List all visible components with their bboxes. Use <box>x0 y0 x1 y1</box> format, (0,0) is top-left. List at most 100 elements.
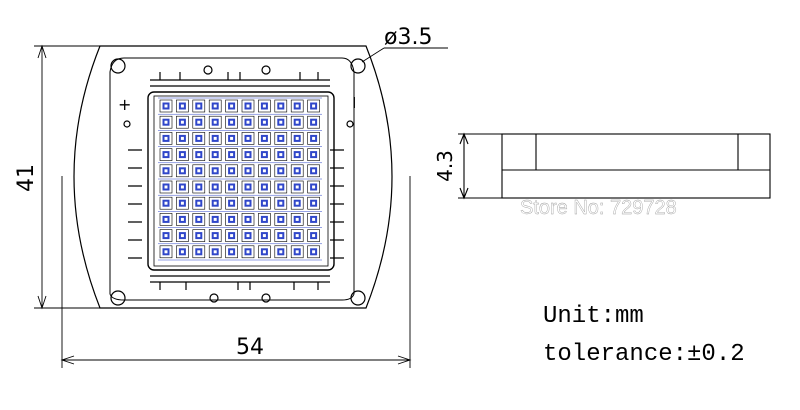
led-chip-core <box>312 234 316 238</box>
led-chip-core <box>213 217 217 221</box>
led-chip-core <box>246 169 250 173</box>
led-chip-core <box>213 250 217 254</box>
led-chip-core <box>180 185 184 189</box>
led-chip-core <box>164 169 168 173</box>
led-chip-core <box>295 234 299 238</box>
led-chip-core <box>279 104 283 108</box>
led-chip-core <box>180 136 184 140</box>
thickness-arrow-top <box>459 132 469 145</box>
led-chip-core <box>279 169 283 173</box>
led-chip-core <box>230 217 234 221</box>
led-chip-core <box>246 201 250 205</box>
mounting-hole-bottom-right <box>350 290 366 306</box>
led-chip-core <box>213 201 217 205</box>
led-chip-core <box>246 185 250 189</box>
led-chip-core <box>279 120 283 124</box>
led-chip-core <box>279 185 283 189</box>
led-chip-core <box>180 169 184 173</box>
led-grid <box>158 97 322 261</box>
led-chip-core <box>279 201 283 205</box>
led-chip-core <box>279 217 283 221</box>
led-chip-core <box>197 201 201 205</box>
led-chip-core <box>180 104 184 108</box>
side-view <box>458 132 771 200</box>
led-chip-core <box>230 120 234 124</box>
led-chip-core <box>312 136 316 140</box>
led-chip-core <box>279 250 283 254</box>
led-chip-core <box>213 104 217 108</box>
aux-hole-top-1 <box>203 65 213 75</box>
polarity-plus-label: + <box>118 95 131 114</box>
width-arrow-right <box>397 355 412 365</box>
mounting-hole-top-left <box>110 58 126 74</box>
led-chip-core <box>197 185 201 189</box>
led-chip-core <box>312 120 316 124</box>
dimension-lines <box>34 44 448 368</box>
led-chip-core <box>246 120 250 124</box>
width-dimension-label: 54 <box>236 335 264 360</box>
led-chip-core <box>213 169 217 173</box>
led-chip-core <box>230 153 234 157</box>
led-chip-core <box>164 250 168 254</box>
left-comb-traces <box>128 149 142 259</box>
led-chip-core <box>197 217 201 221</box>
side-body <box>501 133 771 199</box>
led-chip-core <box>295 217 299 221</box>
led-chip-core <box>180 217 184 221</box>
thickness-arrow-bottom <box>459 187 469 200</box>
led-chip-core <box>312 217 316 221</box>
bottom-bus-bar <box>150 275 330 290</box>
led-chip-core <box>312 153 316 157</box>
aux-hole-bottom-1 <box>209 293 219 303</box>
led-chip-core <box>164 120 168 124</box>
led-chip-core <box>213 120 217 124</box>
led-chip-core <box>279 234 283 238</box>
hole-leader <box>361 47 385 63</box>
led-chip-core <box>246 217 250 221</box>
width-arrow-left <box>60 355 75 365</box>
led-chip-core <box>262 234 266 238</box>
aux-hole-bottom-2 <box>261 293 271 303</box>
front-view <box>73 45 393 309</box>
led-chip-core <box>262 169 266 173</box>
led-chip-core <box>180 201 184 205</box>
led-chip-core <box>213 234 217 238</box>
led-chip-core <box>213 136 217 140</box>
led-frame <box>147 91 335 271</box>
thickness-dimension-label: 4.3 <box>433 150 457 182</box>
led-chip-core <box>295 185 299 189</box>
top-bus-bar <box>150 72 330 87</box>
store-watermark: Store No: 729728 <box>520 197 677 219</box>
led-chip-core <box>295 136 299 140</box>
led-chip-core <box>279 136 283 140</box>
mounting-hole-top-right <box>350 58 366 74</box>
led-chip-core <box>246 136 250 140</box>
led-chip-core <box>262 136 266 140</box>
led-chip-core <box>262 250 266 254</box>
led-chip-core <box>246 250 250 254</box>
led-chip-core <box>164 201 168 205</box>
led-chip-core <box>295 120 299 124</box>
led-chip-core <box>262 217 266 221</box>
led-frame-inner <box>153 95 329 267</box>
unit-note: Unit:mm <box>543 303 644 330</box>
led-chip-core <box>312 250 316 254</box>
led-chip-core <box>197 136 201 140</box>
led-chip-core <box>279 153 283 157</box>
led-chip-core <box>164 234 168 238</box>
led-chip-core <box>262 104 266 108</box>
led-chip-core <box>213 185 217 189</box>
led-chip-core <box>230 169 234 173</box>
led-chip-core <box>197 169 201 173</box>
led-chip-core <box>312 185 316 189</box>
led-chip-core <box>197 120 201 124</box>
hole-dimension-label: ø3.5 <box>384 25 432 50</box>
led-chip-core <box>180 120 184 124</box>
led-chip-core <box>230 201 234 205</box>
led-chip-core <box>312 169 316 173</box>
led-chip-core <box>164 104 168 108</box>
led-chip-core <box>213 153 217 157</box>
led-chip-core <box>197 104 201 108</box>
led-chip-core <box>230 104 234 108</box>
led-chip-core <box>164 217 168 221</box>
